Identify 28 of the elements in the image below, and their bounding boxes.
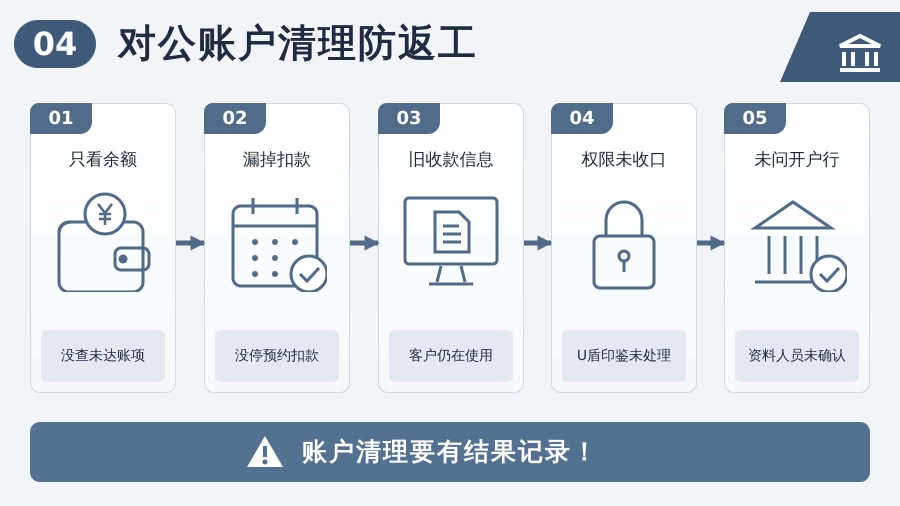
step-card xyxy=(378,103,524,393)
note-box: 客户仍在使用 xyxy=(389,330,513,382)
step-number: 01 xyxy=(30,103,92,134)
arrow xyxy=(524,236,552,250)
banner xyxy=(30,422,870,482)
arrow xyxy=(350,236,380,250)
note-box: 没查未达账项 xyxy=(41,330,165,382)
note-box: 没停预约扣款 xyxy=(215,330,339,382)
step-title: 权限未收口 xyxy=(580,149,668,171)
step-title: 只看余额 xyxy=(68,149,138,171)
step-number: 04 xyxy=(551,103,613,134)
step-card xyxy=(551,103,697,393)
step-number: 02 xyxy=(204,103,266,134)
slide-title: 对公账户清理防返工 xyxy=(118,20,478,67)
note-box: U盾印鉴未处理 xyxy=(562,330,686,382)
step-number: 03 xyxy=(378,103,440,134)
step-title: 漏掉扣款 xyxy=(242,149,312,171)
step-number: 05 xyxy=(724,103,786,134)
step-card xyxy=(30,103,176,393)
arrow xyxy=(697,236,726,250)
step-card xyxy=(204,103,350,393)
step-title: 未问开户行 xyxy=(754,149,840,171)
number-badge: 04 xyxy=(14,20,96,68)
note-box: 资料人员未确认 xyxy=(735,330,859,382)
arrow xyxy=(176,236,206,250)
step-title: 旧收款信息 xyxy=(408,149,494,171)
step-card xyxy=(724,103,870,393)
banner-text: 账户清理要有结果记录！ xyxy=(302,436,599,468)
